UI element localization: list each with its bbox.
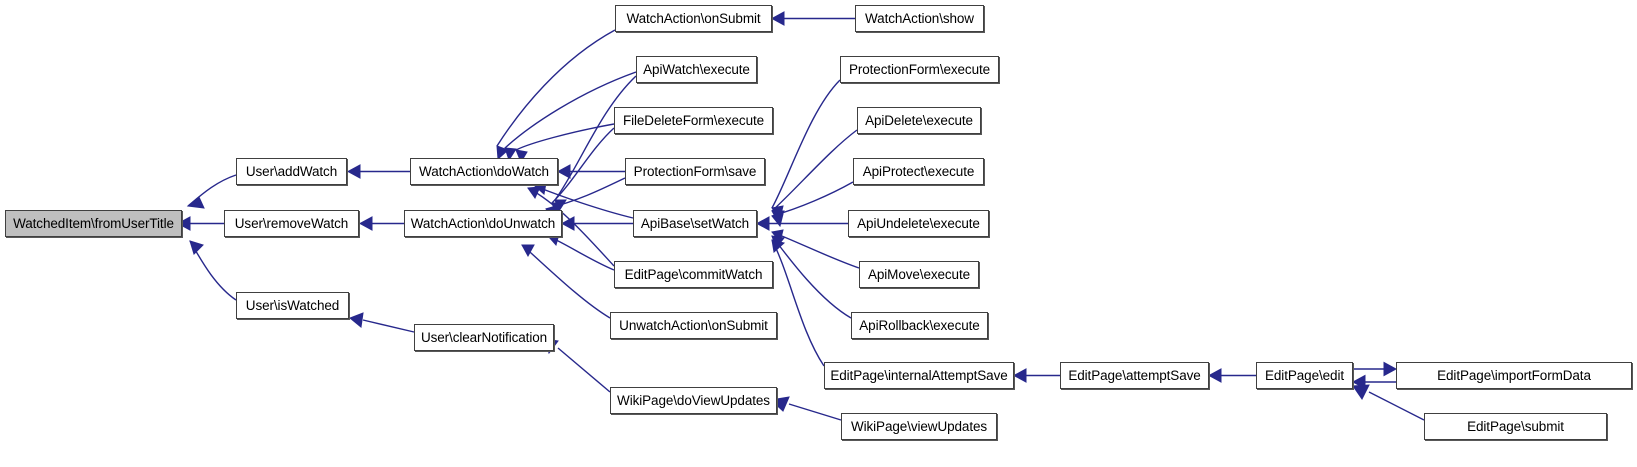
graph-node-label: ApiDelete\execute — [865, 112, 973, 128]
graph-node-internalAttemptSave[interactable]: EditPage\internalAttemptSave — [824, 362, 1014, 389]
graph-node-fromUserTitle[interactable]: WatchedItem\fromUserTitle — [5, 210, 182, 237]
graph-node-label: ApiWatch\execute — [643, 61, 750, 77]
graph-node-label: EditPage\attemptSave — [1068, 367, 1201, 383]
graph-node-label: ApiRollback\execute — [859, 317, 980, 333]
arrowhead-doUnwatch-to-removeWatch — [358, 216, 373, 231]
graph-node-editPageEdit[interactable]: EditPage\edit — [1256, 362, 1353, 389]
arrowhead-fileDeleteForm-to-doWatch — [515, 149, 528, 164]
edge-editPageSubmit-to-editPageEdit — [1368, 391, 1425, 421]
graph-node-editPageSubmit[interactable]: EditPage\submit — [1424, 413, 1607, 440]
graph-node-apiMove[interactable]: ApiMove\execute — [859, 261, 979, 288]
graph-node-label: ApiBase\setWatch — [640, 215, 750, 231]
arrowhead-commitWatch-to-doWatch — [527, 186, 541, 200]
arrowhead-editPageSubmit-to-editPageEdit — [1352, 384, 1370, 400]
edge-onSubmitWatch-to-doWatch — [496, 29, 616, 147]
graph-node-fileDeleteForm[interactable]: FileDeleteForm\execute — [614, 107, 773, 134]
graph-node-label: User\addWatch — [245, 163, 338, 179]
graph-node-apiUndelete[interactable]: ApiUndelete\execute — [848, 210, 989, 237]
graph-node-label: ProtectionForm\execute — [848, 61, 991, 77]
graph-node-doViewUpdates[interactable]: WikiPage\doViewUpdates — [610, 387, 777, 414]
arrowhead-doWatch-to-addWatch — [346, 164, 361, 179]
arrowhead-editPageEdit-to-importFormData — [1383, 361, 1398, 377]
graph-node-wikiViewUpdates[interactable]: WikiPage\viewUpdates — [841, 413, 997, 440]
arrowhead-apiBaseSetWatch-to-doUnwatch — [560, 216, 575, 231]
graph-node-label: EditPage\commitWatch — [624, 266, 763, 282]
graph-node-label: WikiPage\viewUpdates — [850, 418, 988, 434]
arrowhead-attemptSave-to-internalAttemptSave — [1012, 368, 1027, 383]
arrowhead-apiUndelete-to-apiBaseSetWatch — [755, 216, 770, 231]
graph-node-label: UnwatchAction\onSubmit — [619, 317, 768, 333]
graph-node-label: WatchAction\doUnwatch — [410, 215, 556, 231]
graph-node-clearNotification[interactable]: User\clearNotification — [414, 324, 554, 351]
edge-protectionSave-to-doUnwatch — [545, 177, 626, 210]
edge-apiWatchExecute-to-doUnwatch — [554, 75, 637, 201]
arrowhead-editPageEdit-to-attemptSave — [1207, 368, 1222, 383]
graph-node-label: ApiProtect\execute — [862, 163, 975, 179]
edge-doViewUpdates-to-clearNotification — [557, 347, 611, 393]
graph-node-label: ApiUndelete\execute — [857, 215, 980, 231]
graph-node-apiProtect[interactable]: ApiProtect\execute — [853, 158, 984, 185]
edge-unwatchOnSubmit-to-doUnwatch — [521, 244, 611, 319]
graph-node-label: ProtectionForm\save — [633, 163, 757, 179]
edge-clearNotification-to-isWatched — [362, 319, 415, 333]
graph-node-apiWatchExecute[interactable]: ApiWatch\execute — [636, 56, 757, 83]
graph-node-doWatch[interactable]: WatchAction\doWatch — [410, 158, 558, 185]
graph-node-label: EditPage\edit — [1264, 367, 1344, 383]
edge-apiProtect-to-apiBaseSetWatch — [771, 181, 854, 217]
graph-node-label: FileDeleteForm\execute — [622, 112, 765, 128]
graph-node-apiBaseSetWatch[interactable]: ApiBase\setWatch — [633, 210, 757, 237]
graph-node-apiDelete[interactable]: ApiDelete\execute — [857, 107, 981, 134]
graph-node-label: ApiMove\execute — [867, 266, 971, 282]
graph-node-label: WatchAction\show — [865, 10, 974, 26]
graph-node-apiRollback[interactable]: ApiRollback\execute — [851, 312, 988, 339]
graph-node-importFormData[interactable]: EditPage\importFormData — [1396, 362, 1632, 389]
graph-node-label: EditPage\importFormData — [1437, 367, 1591, 383]
edge-commitWatch-to-doUnwatch — [547, 235, 615, 271]
graph-node-label: WatchAction\onSubmit — [626, 10, 761, 26]
arrowhead-unwatchOnSubmit-to-doUnwatch — [521, 244, 535, 258]
graph-node-label: WatchedItem\fromUserTitle — [13, 215, 174, 231]
graph-node-doUnwatch[interactable]: WatchAction\doUnwatch — [404, 210, 562, 237]
graph-node-label: EditPage\internalAttemptSave — [830, 367, 1008, 383]
graph-node-removeWatch[interactable]: User\removeWatch — [224, 210, 359, 237]
arrowhead-protectionSave-to-doWatch — [556, 164, 571, 179]
graph-node-label: User\removeWatch — [234, 215, 349, 231]
arrowhead-watchActionShow-to-onSubmitWatch — [770, 11, 785, 26]
graph-node-addWatch[interactable]: User\addWatch — [236, 158, 347, 185]
graph-node-label: User\clearNotification — [420, 329, 548, 345]
arrowhead-isWatched-to-fromUserTitle — [189, 240, 204, 255]
graph-node-commitWatch[interactable]: EditPage\commitWatch — [614, 261, 773, 288]
edge-apiDelete-to-apiBaseSetWatch — [771, 129, 858, 212]
graph-node-protectionExecute[interactable]: ProtectionForm\execute — [840, 56, 999, 83]
graph-node-protectionSave[interactable]: ProtectionForm\save — [625, 158, 765, 185]
edge-apiMove-to-apiBaseSetWatch — [771, 231, 860, 269]
graph-node-unwatchOnSubmit[interactable]: UnwatchAction\onSubmit — [610, 312, 777, 339]
graph-node-label: EditPage\submit — [1467, 418, 1564, 434]
edge-protectionExecute-to-apiBaseSetWatch — [771, 79, 841, 209]
arrowhead-clearNotification-to-isWatched — [349, 312, 364, 328]
edge-internalAttemptSave-to-apiBaseSetWatch — [771, 239, 825, 367]
graph-node-label: WikiPage\doViewUpdates — [617, 392, 770, 408]
graph-node-watchActionShow[interactable]: WatchAction\show — [855, 5, 984, 32]
edge-fileDeleteForm-to-doUnwatch — [551, 127, 615, 204]
arrowhead-removeWatch-to-fromUserTitle — [176, 216, 191, 231]
edge-fileDeleteForm-to-doWatch — [515, 123, 615, 151]
edge-apiWatchExecute-to-doWatch — [504, 71, 637, 149]
graph-node-label: WatchAction\doWatch — [419, 163, 549, 179]
graph-node-label: User\isWatched — [245, 297, 340, 313]
graph-node-isWatched[interactable]: User\isWatched — [236, 292, 349, 319]
edge-wikiViewUpdates-to-doViewUpdates — [788, 403, 842, 421]
arrowhead-addWatch-to-fromUserTitle — [186, 196, 205, 209]
graph-node-attemptSave[interactable]: EditPage\attemptSave — [1060, 362, 1209, 389]
arrowhead-apiWatchExecute-to-doWatch — [504, 147, 517, 162]
graph-node-onSubmitWatch[interactable]: WatchAction\onSubmit — [615, 5, 772, 32]
arrowhead-internalAttemptSave-to-apiBaseSetWatch — [771, 239, 786, 253]
